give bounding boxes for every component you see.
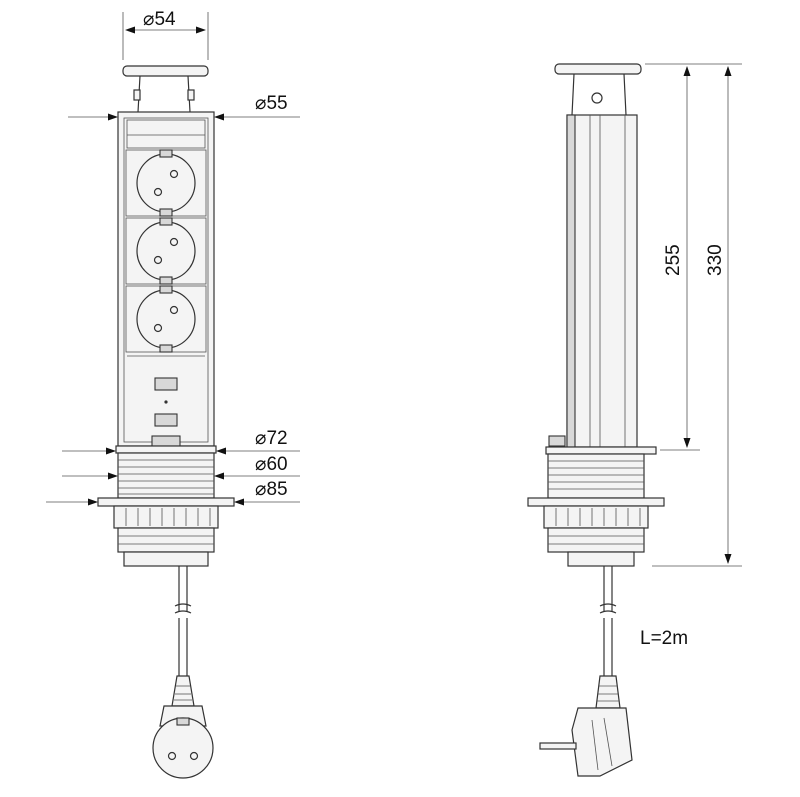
- side-plug: [539, 675, 633, 777]
- dim-column-height: 255: [663, 244, 684, 276]
- side-column: [566, 114, 638, 448]
- front-plug: [152, 675, 214, 779]
- usb-ports: [154, 377, 178, 427]
- side-flange: [545, 446, 657, 455]
- dim-collar: ⌀85: [255, 479, 288, 500]
- front-dimensions: ⌀54 ⌀55 ⌀72 ⌀60 ⌀85: [46, 9, 300, 506]
- dim-flange: ⌀72: [255, 428, 288, 449]
- front-flange: [115, 445, 217, 454]
- front-cable: [174, 566, 192, 676]
- side-dimensions: 255 330 L=2m: [640, 63, 742, 649]
- side-collar: [527, 497, 665, 507]
- dim-total-height: 330: [705, 244, 726, 276]
- side-cable: [599, 566, 617, 676]
- front-thread: [117, 452, 215, 499]
- side-view: 255 330 L=2m: [527, 63, 742, 777]
- side-thread: [547, 453, 645, 499]
- dim-cable-length: L=2m: [640, 628, 688, 649]
- socket-2: [125, 217, 207, 285]
- side-nut: [543, 505, 649, 529]
- dim-column: ⌀55: [255, 93, 288, 114]
- dim-thread: ⌀60: [255, 454, 288, 475]
- socket-3: [125, 285, 207, 353]
- dim-cap: ⌀54: [143, 9, 176, 30]
- side-top-cap: [554, 63, 642, 75]
- front-nut: [113, 505, 219, 529]
- socket-1: [125, 149, 207, 217]
- front-top-cap: [122, 65, 209, 77]
- front-collar: [97, 497, 235, 507]
- front-view: ⌀54 ⌀55 ⌀72 ⌀60 ⌀85: [46, 9, 300, 779]
